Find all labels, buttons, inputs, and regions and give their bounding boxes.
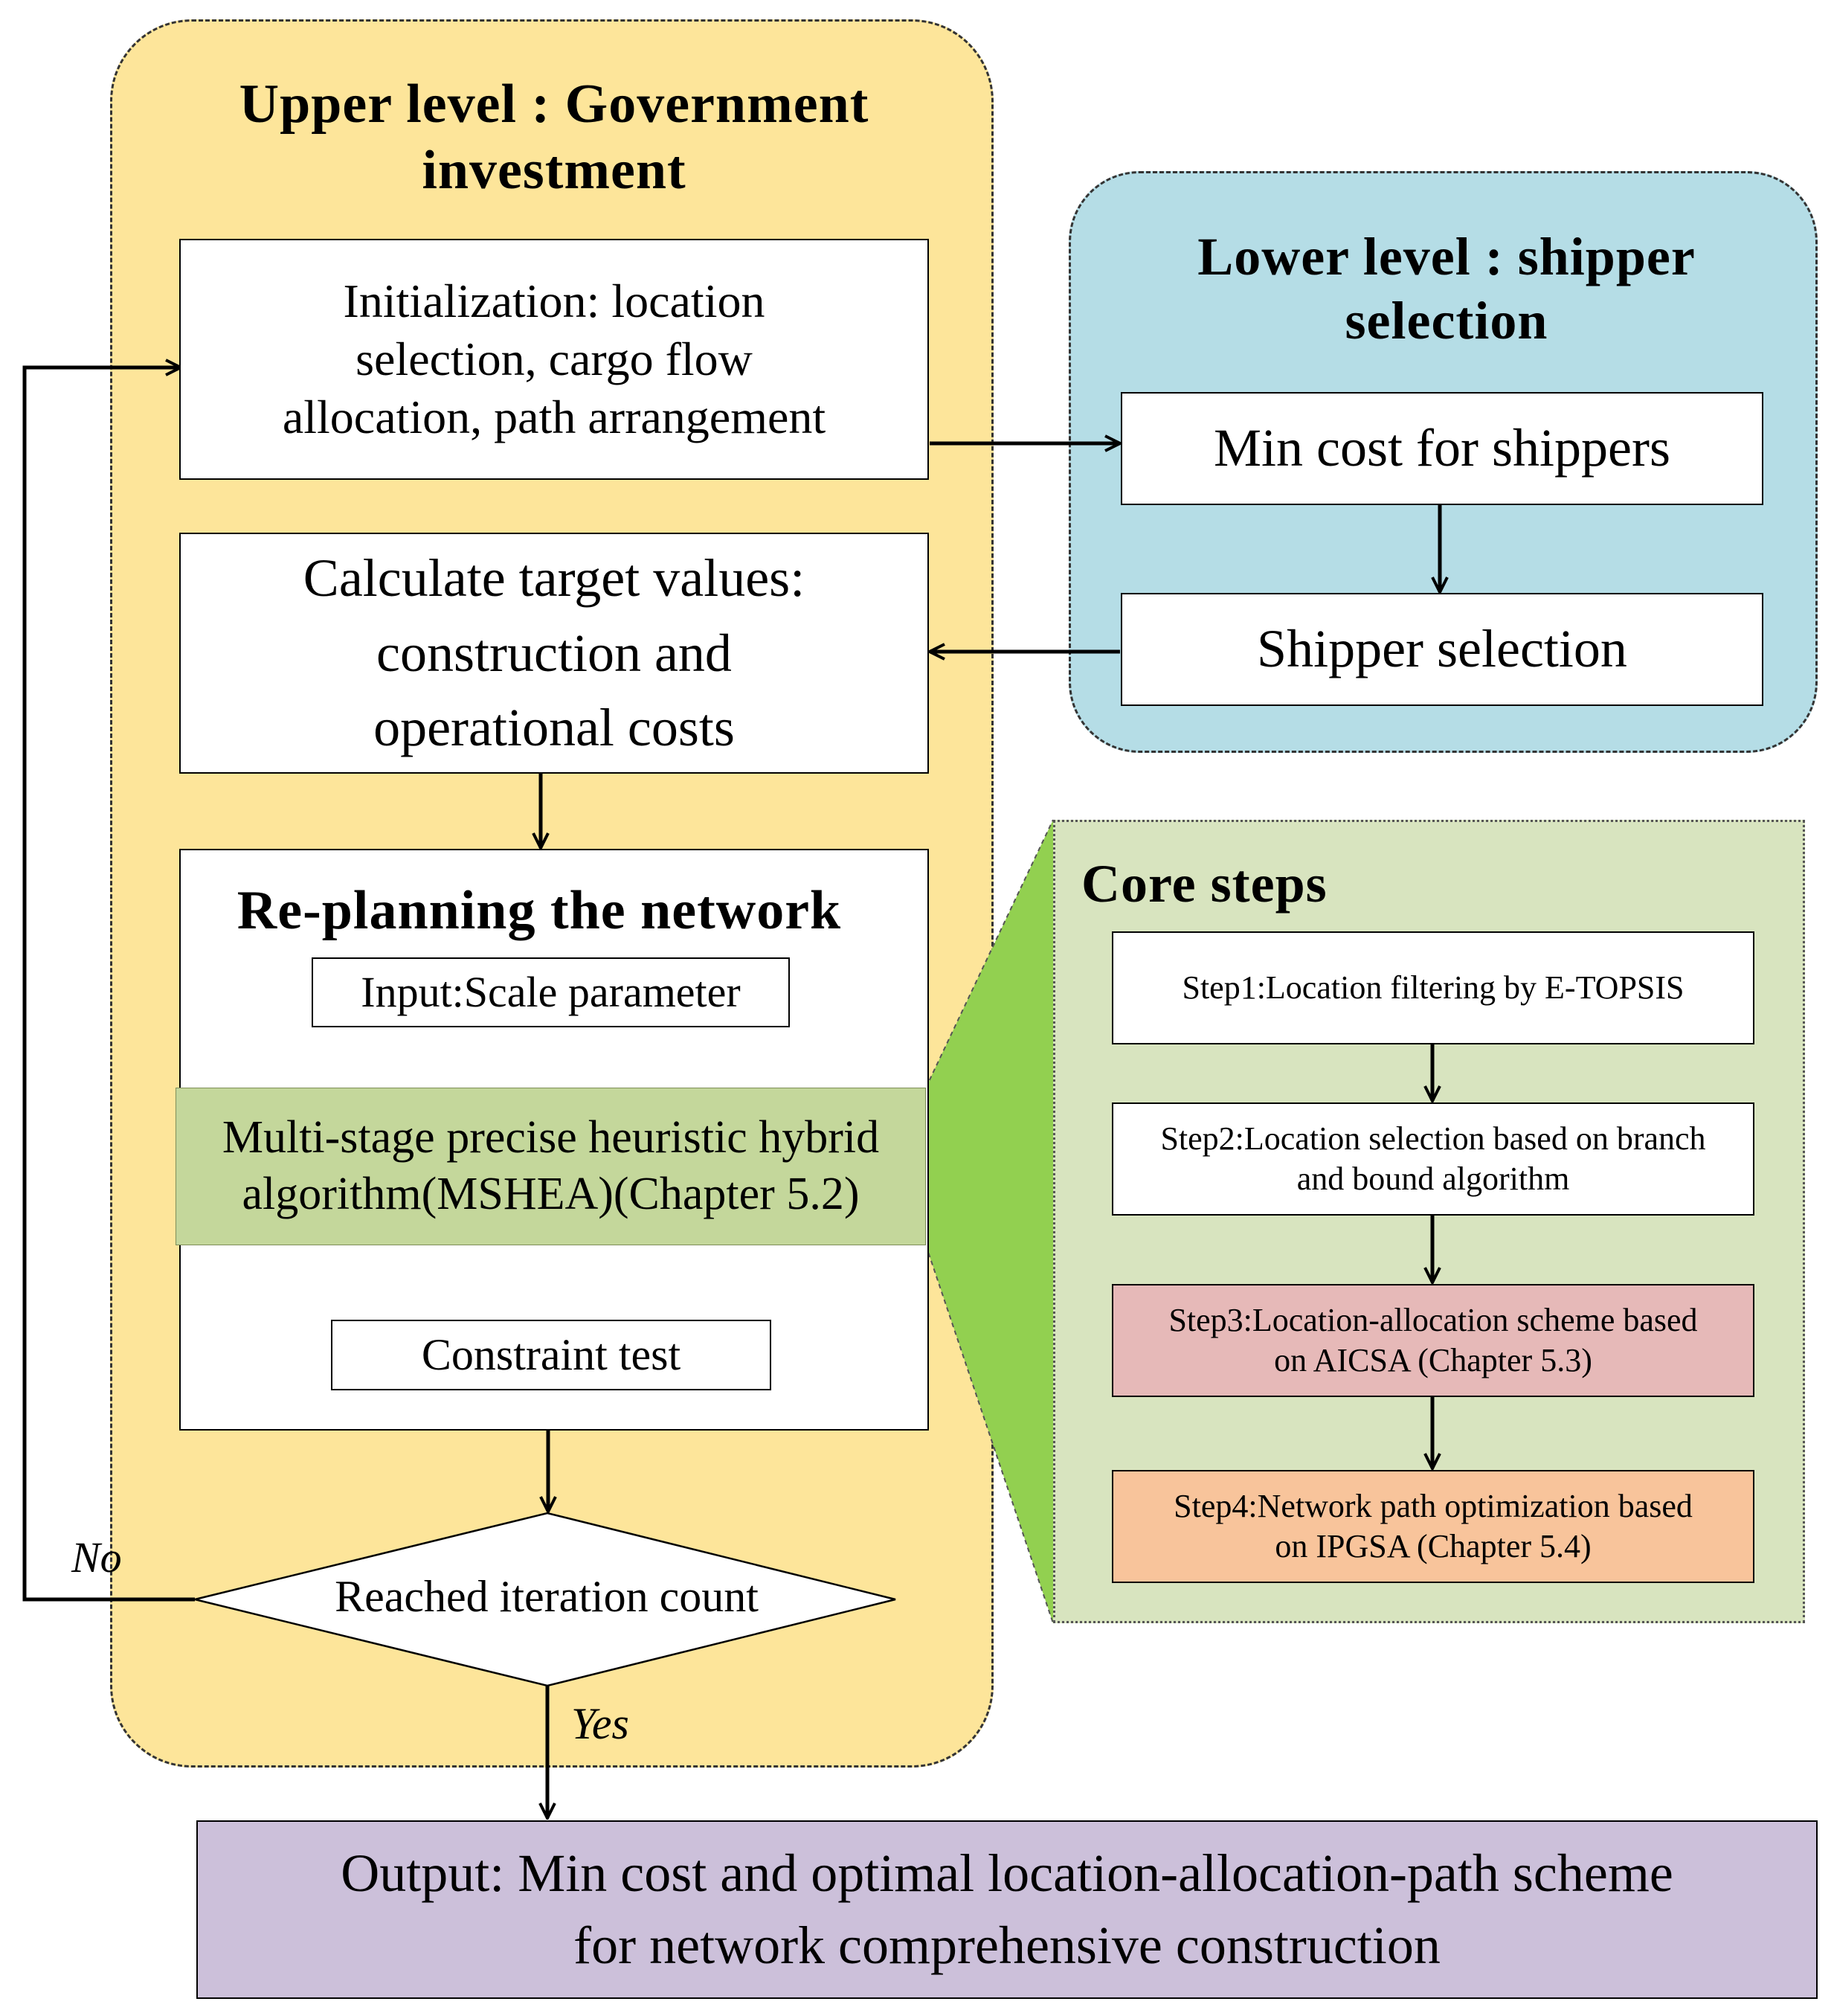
initialization-box: Initialization: location selection, carg… xyxy=(179,239,929,480)
step3-box: Step3:Location-allocation scheme based o… xyxy=(1112,1284,1754,1397)
lower-title-line2: selection xyxy=(1345,291,1548,351)
init-line1: Initialization: location xyxy=(343,274,765,327)
step1-box: Step1:Location filtering by E-TOPSIS xyxy=(1112,931,1754,1044)
decision-label: Reached iteration count xyxy=(335,1572,759,1621)
input-scale-box: Input:Scale parameter xyxy=(312,957,790,1027)
lower-level-title: Lower level : shipper selection xyxy=(1101,225,1792,353)
step3-line1: Step3:Location-allocation scheme based xyxy=(1168,1302,1698,1339)
upper-title-line1: Upper level : Government xyxy=(239,74,869,135)
calculate-box: Calculate target values: construction an… xyxy=(179,533,929,774)
output-line2: for network comprehensive construction xyxy=(573,1916,1441,1975)
step4-box: Step4:Network path optimization based on… xyxy=(1112,1470,1754,1583)
mshea-box: Multi-stage precise heuristic hybrid alg… xyxy=(176,1088,926,1245)
upper-title-line2: investment xyxy=(422,139,686,201)
step2-line2: and bound algorithm xyxy=(1296,1161,1570,1197)
decision-diamond xyxy=(194,1512,896,1687)
calc-line3: operational costs xyxy=(373,698,735,758)
arrow-no-loop xyxy=(22,367,195,1602)
calc-line1: Calculate target values: xyxy=(303,548,805,608)
init-line2: selection, cargo flow xyxy=(355,332,753,385)
mshea-line2: algorithm(MSHEA)(Chapter 5.2) xyxy=(242,1169,860,1219)
output-box: Output: Min cost and optimal location-al… xyxy=(196,1820,1818,1999)
step3-line2: on AICSA (Chapter 5.3) xyxy=(1274,1342,1592,1378)
upper-level-title: Upper level : Government investment xyxy=(149,71,959,204)
mshea-line1: Multi-stage precise heuristic hybrid xyxy=(222,1112,880,1163)
replanning-title: Re-planning the network xyxy=(237,880,842,941)
core-steps-connector xyxy=(926,820,1053,1623)
constraint-test-box: Constraint test xyxy=(331,1320,771,1390)
step4-line2: on IPGSA (Chapter 5.4) xyxy=(1275,1528,1592,1564)
min-cost-box: Min cost for shippers xyxy=(1121,392,1763,505)
output-line1: Output: Min cost and optimal location-al… xyxy=(341,1843,1673,1903)
step4-line1: Step4:Network path optimization based xyxy=(1174,1488,1693,1525)
calc-line2: construction and xyxy=(376,623,732,683)
core-steps-title: Core steps xyxy=(1081,854,1328,914)
lower-title-line1: Lower level : shipper xyxy=(1197,227,1696,286)
step2-box: Step2:Location selection based on branch… xyxy=(1112,1102,1754,1216)
init-line3: allocation, path arrangement xyxy=(282,391,826,444)
shipper-selection-box: Shipper selection xyxy=(1121,593,1763,706)
no-label: No xyxy=(71,1533,122,1582)
step2-line1: Step2:Location selection based on branch xyxy=(1160,1120,1706,1158)
yes-label: Yes xyxy=(571,1699,629,1748)
